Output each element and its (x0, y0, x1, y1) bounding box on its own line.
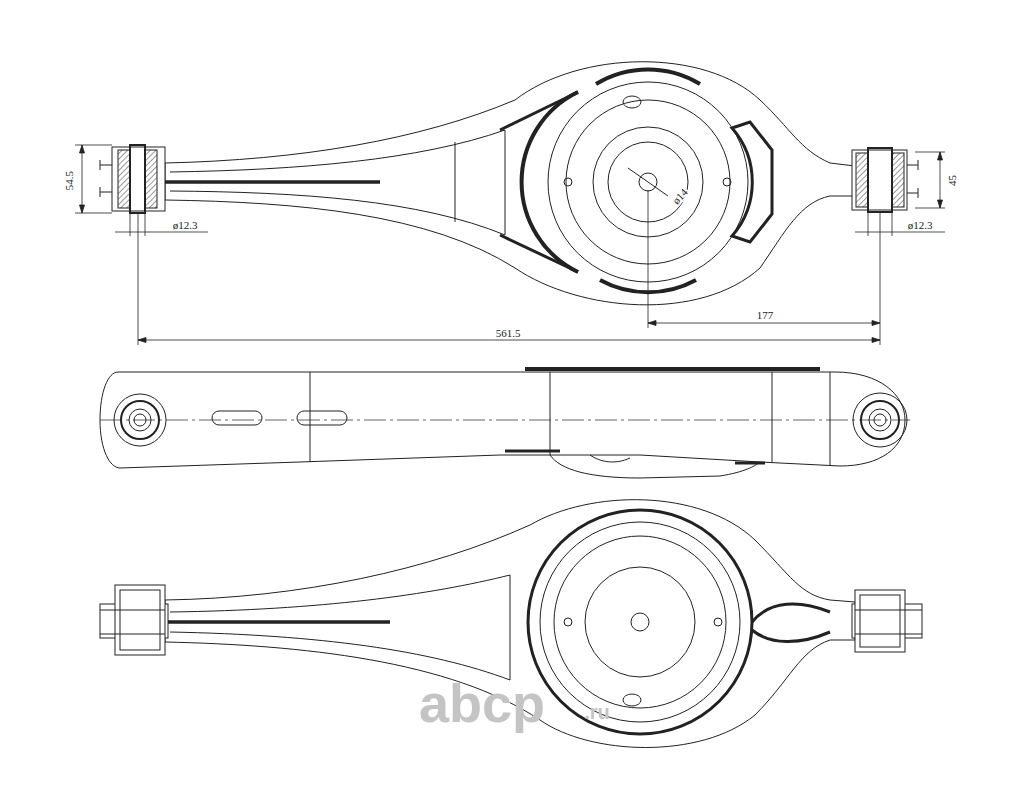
side-view (772, 372, 773, 462)
top-view (165, 62, 855, 305)
top-view (596, 69, 700, 84)
bottom-view (100, 500, 922, 748)
side-view (830, 372, 831, 466)
bottom-view (170, 575, 510, 680)
side-view (853, 393, 907, 447)
bottom-view (120, 590, 160, 650)
top-view (564, 178, 572, 186)
bottom-view (510, 575, 511, 680)
bushing (918, 160, 919, 170)
side-view (134, 414, 146, 426)
dimension-text: 561.5 (495, 328, 522, 339)
dimension-lines (82, 145, 83, 213)
bushing (856, 153, 868, 207)
bottom-view (623, 694, 641, 706)
dimension-text: ø12.3 (172, 220, 199, 231)
dimension-lines (138, 340, 880, 341)
side-view (121, 401, 159, 439)
bottom-view (100, 634, 165, 635)
side-view (100, 420, 910, 421)
bushing (100, 192, 112, 193)
bushing (100, 145, 918, 213)
bottom-view (115, 585, 165, 655)
side-view (869, 409, 891, 431)
bushing (112, 147, 165, 211)
bottom-view (855, 610, 922, 611)
top-view (455, 142, 456, 222)
dimension-lines (855, 232, 945, 233)
dimension-lines (138, 213, 139, 345)
bushing (907, 165, 918, 166)
side-view (100, 369, 910, 478)
dimension-lines (75, 213, 112, 214)
bushing (852, 150, 907, 210)
top-view (648, 182, 668, 196)
bushing (100, 165, 112, 166)
dimension-lines (75, 145, 112, 146)
bottom-view (714, 618, 722, 626)
dimension-lines (145, 213, 146, 236)
side-view (550, 372, 551, 455)
side-view (310, 372, 311, 462)
bottom-view (100, 610, 165, 611)
bottom-view (631, 613, 649, 631)
side-view (590, 455, 630, 462)
top-view (500, 92, 578, 272)
bottom-view (855, 590, 905, 652)
side-view (861, 401, 899, 439)
dimension-text: 177 (756, 310, 775, 321)
dimension-lines (115, 232, 208, 233)
side-view (874, 414, 886, 426)
dimension-text: ø12.3 (907, 220, 934, 231)
bushing (868, 148, 892, 212)
top-view (628, 168, 648, 182)
top-view (522, 92, 578, 272)
watermark: abcp (418, 676, 546, 730)
bushing (145, 150, 157, 208)
side-view (505, 450, 560, 453)
bottom-view (554, 536, 726, 708)
bushing (130, 145, 145, 213)
bottom-view (855, 634, 922, 635)
bushing (100, 187, 101, 197)
bushing (892, 153, 904, 207)
bushing (907, 193, 918, 194)
top-view (623, 96, 641, 108)
bottom-view (752, 604, 830, 642)
dimension-lines (80, 145, 943, 213)
dimension-text: 54.5 (65, 169, 76, 190)
bushing (918, 188, 919, 198)
bottom-view (860, 595, 900, 647)
watermark: .ru (583, 702, 611, 722)
side-view (735, 462, 765, 465)
bottom-view (564, 618, 572, 626)
side-view (297, 411, 347, 425)
side-view (212, 411, 262, 425)
side-view (525, 367, 820, 371)
side-view (114, 394, 166, 446)
dimension-lines (130, 213, 131, 236)
top-view (732, 122, 772, 242)
dimension-lines (648, 190, 649, 328)
top-view (723, 178, 731, 186)
dimension-lines (648, 323, 880, 324)
dimension-lines (75, 145, 945, 345)
dimension-lines (880, 212, 881, 345)
top-view (165, 180, 380, 184)
bottom-view (540, 522, 740, 722)
dimension-text: 45 (947, 174, 958, 187)
bottom-view (585, 567, 695, 677)
side-view (550, 455, 760, 478)
top-view (100, 62, 918, 305)
bottom-view (528, 510, 752, 734)
dimension-lines (138, 321, 880, 343)
bushing (100, 160, 101, 170)
bushing (118, 150, 130, 208)
top-view (505, 130, 506, 235)
side-view (129, 409, 151, 431)
